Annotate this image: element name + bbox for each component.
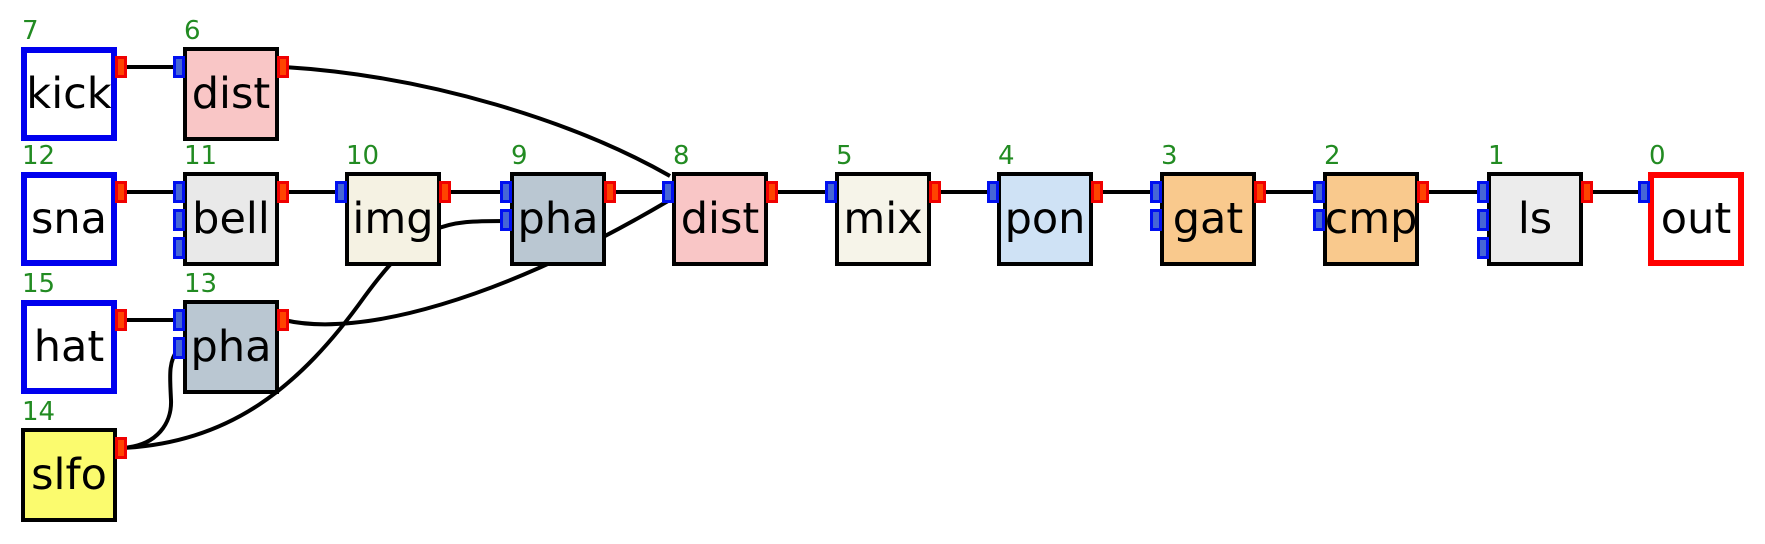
output-port[interactable] xyxy=(1581,181,1593,203)
edge-dist6-dist8[interactable] xyxy=(283,65,671,178)
input-port[interactable] xyxy=(335,181,347,203)
node-number: 8 xyxy=(673,141,690,171)
output-port[interactable] xyxy=(115,181,127,203)
node-number: 4 xyxy=(998,141,1015,171)
input-port[interactable] xyxy=(1477,181,1489,203)
node-slfo[interactable]: 14 slfo xyxy=(21,399,127,522)
node-label: pha xyxy=(517,193,599,244)
output-port[interactable] xyxy=(439,181,451,203)
node-number: 1 xyxy=(1488,141,1505,171)
node-label: cmp xyxy=(1324,193,1418,244)
edge-slfo-pha13[interactable] xyxy=(121,347,180,450)
input-port[interactable] xyxy=(173,181,185,203)
node-pha-9[interactable]: 9 pha xyxy=(500,143,616,266)
node-kick[interactable]: 7 kick xyxy=(21,18,127,141)
node-img[interactable]: 10 img xyxy=(335,143,451,266)
output-port[interactable] xyxy=(277,309,289,331)
output-port[interactable] xyxy=(766,181,778,203)
input-port[interactable] xyxy=(173,209,185,231)
output-port[interactable] xyxy=(277,56,289,78)
node-label: pon xyxy=(1004,193,1086,244)
output-port[interactable] xyxy=(604,181,616,203)
input-port[interactable] xyxy=(825,181,837,203)
node-label: img xyxy=(352,193,434,244)
node-mix[interactable]: 5 mix xyxy=(825,143,941,266)
node-number: 9 xyxy=(511,141,528,171)
node-label: gat xyxy=(1172,193,1244,244)
input-port[interactable] xyxy=(173,309,185,331)
input-port[interactable] xyxy=(1313,209,1325,231)
node-out[interactable]: 0 out xyxy=(1638,143,1744,266)
input-port[interactable] xyxy=(1313,181,1325,203)
node-number: 15 xyxy=(22,269,56,299)
input-port[interactable] xyxy=(1638,181,1650,203)
input-port[interactable] xyxy=(1477,209,1489,231)
input-port[interactable] xyxy=(987,181,999,203)
node-number: 12 xyxy=(22,141,56,171)
edge-pha13-dist8[interactable] xyxy=(283,199,670,327)
node-bell[interactable]: 11 bell xyxy=(173,143,289,266)
input-port[interactable] xyxy=(1150,209,1162,231)
output-port[interactable] xyxy=(1091,181,1103,203)
node-cmp[interactable]: 2 cmp xyxy=(1313,143,1429,266)
node-dist-6[interactable]: 6 dist xyxy=(173,18,289,141)
node-number: 7 xyxy=(22,16,39,46)
node-number: 13 xyxy=(184,269,218,299)
node-label: hat xyxy=(33,321,105,372)
node-label: dist xyxy=(191,68,271,119)
node-ls[interactable]: 1 ls xyxy=(1477,143,1593,266)
node-label: dist xyxy=(680,193,760,244)
node-label: mix xyxy=(843,193,923,244)
node-pha-13[interactable]: 13 pha xyxy=(173,271,289,394)
node-number: 11 xyxy=(184,141,218,171)
output-port[interactable] xyxy=(115,309,127,331)
node-label: ls xyxy=(1517,193,1553,244)
output-port[interactable] xyxy=(115,56,127,78)
output-port[interactable] xyxy=(1254,181,1266,203)
node-sna[interactable]: 12 sna xyxy=(21,143,127,266)
output-port[interactable] xyxy=(1417,181,1429,203)
node-hat[interactable]: 15 hat xyxy=(21,271,127,394)
node-pon[interactable]: 4 pon xyxy=(987,143,1103,266)
input-port[interactable] xyxy=(173,237,185,259)
node-label: pha xyxy=(190,321,272,372)
node-number: 10 xyxy=(346,141,380,171)
edge-slfo-pha9[interactable] xyxy=(121,219,507,450)
output-port[interactable] xyxy=(277,181,289,203)
output-port[interactable] xyxy=(929,181,941,203)
node-dist-8[interactable]: 8 dist xyxy=(662,143,778,266)
node-number: 6 xyxy=(184,16,201,46)
input-port[interactable] xyxy=(500,181,512,203)
output-port[interactable] xyxy=(115,437,127,459)
node-label: slfo xyxy=(31,449,107,500)
input-port[interactable] xyxy=(500,209,512,231)
node-number: 2 xyxy=(1324,141,1341,171)
input-port[interactable] xyxy=(662,181,674,203)
node-label: kick xyxy=(26,68,112,119)
node-number: 0 xyxy=(1649,141,1666,171)
input-port[interactable] xyxy=(1150,181,1162,203)
input-port[interactable] xyxy=(173,337,185,359)
node-number: 3 xyxy=(1161,141,1178,171)
node-label: bell xyxy=(192,193,270,244)
input-port[interactable] xyxy=(1477,237,1489,259)
node-label: sna xyxy=(30,193,107,244)
node-gat[interactable]: 3 gat xyxy=(1150,143,1266,266)
node-label: out xyxy=(1660,193,1732,244)
node-number: 5 xyxy=(836,141,853,171)
input-port[interactable] xyxy=(173,56,185,78)
node-number: 14 xyxy=(22,397,56,427)
